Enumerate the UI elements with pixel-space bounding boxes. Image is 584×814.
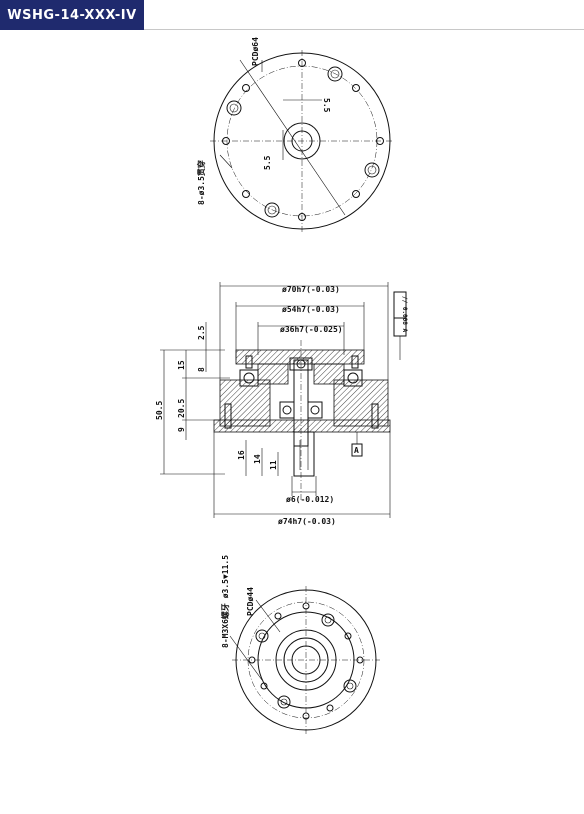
dim-14: 14 [253,454,262,464]
base-plate [213,419,391,433]
dim-15: 15 [177,360,186,370]
thread-label: 8-M3X6螺牙 ø3.5▼11.5 [220,555,230,648]
dim-2-5: 2.5 [197,325,206,340]
model-code: WSHG-14-XXX-IV [7,7,137,23]
top-bolt-heads [226,66,380,218]
header-rule [144,29,584,30]
tolerance-label: // 0.008 A [401,296,408,333]
output-flange [235,349,365,365]
bottom-pcd-label: PCDø44 [246,587,255,616]
top-view: PCDø64 5.5 5.5 8-ø3.5贯穿 [196,37,394,232]
dim-16: 16 [237,450,246,460]
housing-right [333,379,389,427]
dia-70-label: ø70h7(-0.03) [282,285,340,294]
dim-50-5: 50.5 [155,401,164,420]
top-pcd-label: PCDø64 [251,37,260,66]
dim-9: 9 [177,427,186,432]
dia-54-label: ø54h7(-0.03) [282,305,340,314]
bottom-view: 8-M3X6螺牙 ø3.5▼11.5 PCDø44 [220,555,380,734]
top-dim-horizontal: 5.5 [322,98,331,113]
dia-6-label: ø6(-0.012) [286,495,334,504]
dim-20-5: 20.5 [177,399,186,418]
tolerance-frame: // 0.008 A [393,291,408,360]
model-code-badge: WSHG-14-XXX-IV [0,0,144,30]
input-shaft [293,431,315,477]
dia-36-label: ø36h7(-0.025) [280,325,343,334]
section-view: ø70h7(-0.03) ø54h7(-0.03) ø36h7(-0.025) … [155,282,408,526]
housing-left [219,379,271,427]
inner-ring-right [313,363,345,385]
bottom-small-holes [248,602,364,720]
bottom-bolt-heads [255,613,357,709]
top-holes-label: 8-ø3.5贯穿 [196,160,206,205]
inner-ring-left [257,363,289,385]
datum-label: A [354,446,359,455]
datum-a-marker: A [351,432,363,457]
dia-74-label: ø74h7(-0.03) [278,517,336,526]
top-dim-vertical: 5.5 [263,155,272,170]
dim-11: 11 [269,460,278,470]
top-small-holes [222,59,384,221]
dim-8: 8 [197,367,206,372]
